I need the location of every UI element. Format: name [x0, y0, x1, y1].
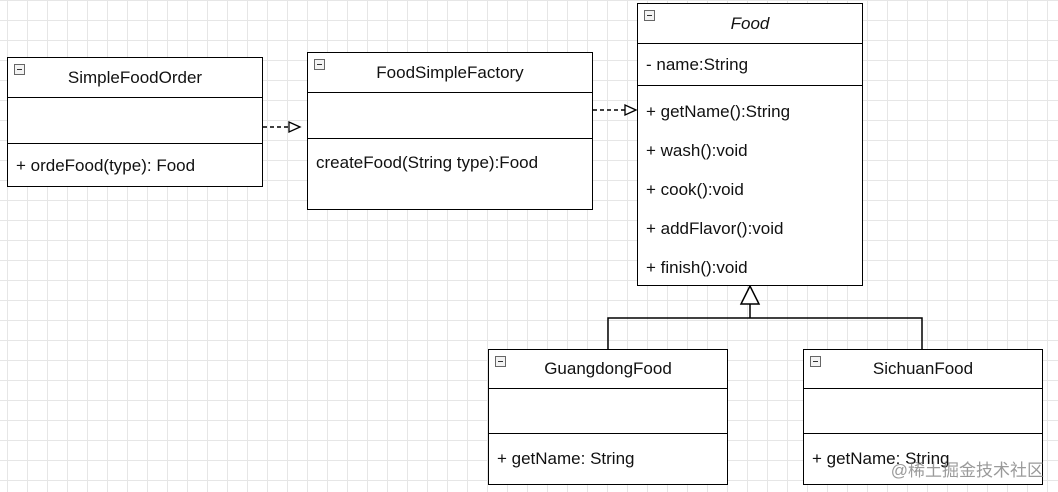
class-food-simple-factory[interactable]: FoodSimpleFactory createFood(String type…	[307, 52, 593, 210]
attributes-section: - name:String	[638, 44, 862, 86]
collapse-icon[interactable]	[810, 356, 821, 367]
class-header: SichuanFood	[804, 350, 1042, 389]
class-food[interactable]: Food - name:String + getName():String + …	[637, 3, 863, 286]
methods-section: + getName():String + wash():void + cook(…	[638, 86, 862, 297]
class-name: FoodSimpleFactory	[376, 62, 524, 82]
generalization-line-guangdong	[607, 317, 750, 349]
collapse-icon[interactable]	[644, 10, 655, 21]
class-header: SimpleFoodOrder	[8, 58, 262, 98]
attributes-section	[8, 98, 262, 144]
attributes-section	[804, 389, 1042, 434]
method-item: + finish():void	[646, 258, 748, 277]
collapse-icon[interactable]	[14, 64, 25, 75]
class-name: SimpleFoodOrder	[67, 67, 203, 87]
class-sichuan-food[interactable]: SichuanFood + getName: String	[803, 349, 1043, 485]
class-header: FoodSimpleFactory	[308, 53, 592, 93]
class-guangdong-food[interactable]: GuangdongFood + getName: String	[488, 349, 728, 485]
watermark-text: @稀土掘金技术社区	[890, 461, 1044, 480]
methods-section: + getName: String	[804, 434, 1042, 469]
collapse-icon[interactable]	[495, 356, 506, 367]
attributes-section	[308, 93, 592, 139]
methods-section: + getName: String	[489, 434, 727, 469]
dependency-arrowhead-food	[624, 103, 638, 117]
attributes-section	[489, 389, 727, 434]
class-name: GuangdongFood	[544, 359, 672, 378]
method-item: + getName():String	[646, 102, 791, 121]
class-header: GuangdongFood	[489, 350, 727, 389]
method-item: + ordeFood(type): Food	[16, 156, 196, 175]
method-item: + getName: String	[812, 449, 950, 468]
class-name: SichuanFood	[872, 359, 974, 378]
collapse-icon[interactable]	[314, 59, 325, 70]
generalization-arrowhead	[739, 284, 761, 305]
method-item: + cook():void	[646, 180, 744, 199]
generalization-line-sichuan	[750, 317, 923, 349]
method-item: + addFlavor():void	[646, 219, 784, 238]
methods-section: createFood(String type):Food	[308, 139, 592, 173]
method-item: + getName: String	[497, 449, 635, 468]
dependency-arrowhead-factory	[288, 120, 302, 134]
methods-section: + ordeFood(type): Food	[8, 144, 262, 176]
method-item: + wash():void	[646, 141, 748, 160]
method-item: createFood(String type):Food	[316, 153, 539, 172]
class-header: Food	[638, 4, 862, 44]
class-name: Food	[730, 13, 770, 33]
class-simple-food-order[interactable]: SimpleFoodOrder + ordeFood(type): Food	[7, 57, 263, 187]
attribute-item: - name:String	[646, 55, 749, 74]
